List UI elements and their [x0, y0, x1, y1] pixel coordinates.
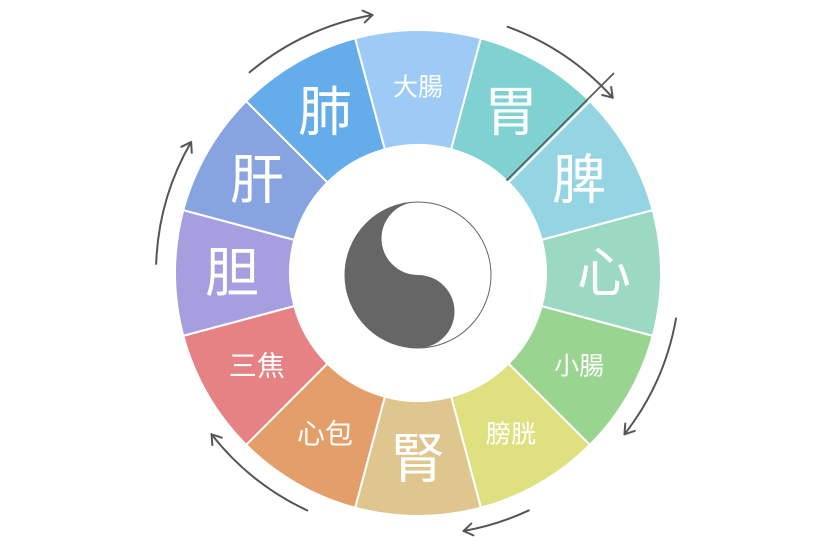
segment-label-6: 脾 — [552, 149, 606, 212]
cycle-arrowhead-6 — [180, 141, 193, 154]
segment-12 — [182, 304, 329, 447]
segment-label-9: 膀胱 — [486, 420, 536, 449]
segment-label-1: 胆 — [205, 242, 259, 305]
cycle-arrowhead-2 — [601, 85, 614, 99]
cycle-arrow-icon-2 — [506, 25, 614, 99]
cycle-arrows — [155, 9, 678, 537]
segment-label-8: 小腸 — [554, 352, 604, 381]
segment-ring — [174, 29, 662, 517]
segment-label-3: 肺 — [298, 80, 352, 143]
cycle-arrowhead-5 — [210, 433, 223, 447]
cycle-arrow-icon-1 — [248, 13, 374, 74]
segment-label-7: 心 — [577, 242, 631, 305]
cycle-arrowhead-4 — [462, 522, 475, 537]
cycle-arrowhead-1 — [361, 9, 374, 24]
start-divider-line — [504, 72, 615, 183]
segment-label-11: 心包 — [297, 418, 353, 451]
cycle-arrow-icon-3 — [623, 317, 678, 436]
segment-label-10: 腎 — [391, 428, 445, 491]
segment-label-12: 三焦 — [229, 350, 285, 383]
yin-half — [345, 202, 455, 348]
segment-label-5: 胃 — [484, 80, 538, 143]
segment-label-4: 大腸 — [393, 73, 443, 102]
cycle-arrow-icon-4 — [462, 509, 530, 533]
segment-label-2: 肝 — [230, 149, 284, 212]
yin-dot — [410, 230, 426, 247]
yin-yang-icon — [344, 201, 492, 349]
yang-dot — [410, 303, 426, 320]
cycle-arrow-icon-5 — [210, 433, 309, 512]
cycle-arrowhead-3 — [623, 422, 636, 436]
cycle-arrow-icon-6 — [155, 141, 193, 265]
